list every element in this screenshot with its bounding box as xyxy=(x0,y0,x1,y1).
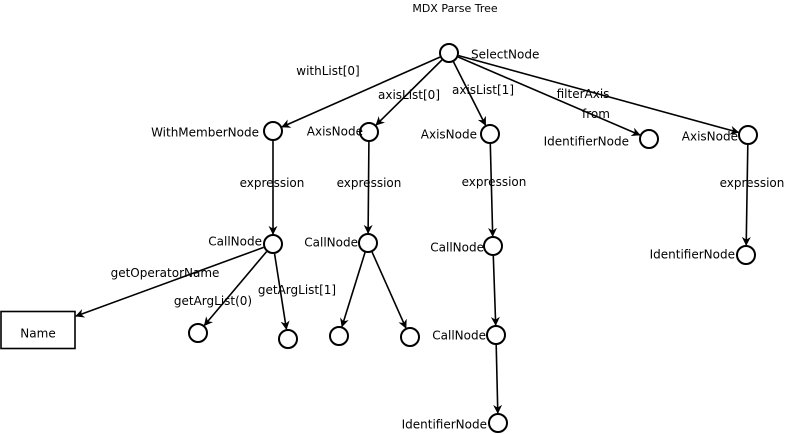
edge-call-axis0-to-arg-axis0-1 xyxy=(371,251,407,329)
tree-node-select xyxy=(439,43,459,63)
edge-filter-to-id-filter xyxy=(741,144,751,246)
node-label: IdentifierNode xyxy=(650,248,735,262)
edge-label: getArgList[1] xyxy=(258,283,336,297)
edge-label: expression xyxy=(720,176,785,190)
edge-label: expression xyxy=(240,176,305,190)
tree-node-from xyxy=(639,129,659,149)
tree-node-with xyxy=(263,121,283,141)
diagram-title: MDX Parse Tree xyxy=(412,2,498,15)
node-label: AxisNode xyxy=(682,130,738,144)
tree-node-arg-with-1 xyxy=(278,329,298,349)
edge-call-with-to-arg-with-1 xyxy=(273,253,290,330)
tree-node-call-axis1-inner xyxy=(486,325,506,345)
edge-label: from xyxy=(582,107,610,121)
tree-node-id-axis1 xyxy=(488,413,508,433)
edge-call-axis1-to-call-axis1-inner xyxy=(490,255,500,326)
edge-label: filterAxis xyxy=(557,87,610,101)
edge-select-to-with xyxy=(281,56,441,128)
edge-label: axisList[0] xyxy=(378,88,440,102)
edge-axis0-to-call-axis0 xyxy=(363,141,373,234)
edge-select-to-from xyxy=(457,56,641,136)
node-label: SelectNode xyxy=(471,48,539,62)
tree-node-axis0 xyxy=(359,122,379,142)
tree-node-call-axis0 xyxy=(358,233,378,253)
node-label: AxisNode xyxy=(421,128,477,142)
edge-label: expression xyxy=(462,175,527,189)
edge-axis1-to-call-axis1 xyxy=(487,143,497,237)
edge-call-axis0-to-arg-axis0-0 xyxy=(340,252,366,328)
edge-select-to-filter xyxy=(458,54,740,135)
node-label: CallNode xyxy=(304,236,358,250)
edge-label: expression xyxy=(337,176,402,190)
edge-label: axisList[1] xyxy=(452,83,514,97)
node-label: IdentifierNode xyxy=(402,418,487,432)
tree-node-arg-axis0-1 xyxy=(400,327,420,347)
tree-node-arg-with-0 xyxy=(188,323,208,343)
edge-label: withList[0] xyxy=(296,64,359,78)
node-label: IdentifierNode xyxy=(544,135,629,149)
tree-node-axis1 xyxy=(480,124,500,144)
node-label: CallNode xyxy=(430,241,484,255)
edge-call-axis1-inner-to-id-axis1 xyxy=(493,344,503,414)
edges-layer xyxy=(75,54,751,414)
tree-node-call-with xyxy=(263,234,283,254)
edge-call-with-to-arg-with-0 xyxy=(203,251,268,327)
tree-node-name-box xyxy=(0,310,76,350)
tree-node-id-filter xyxy=(736,245,756,265)
node-label: Name xyxy=(20,327,55,341)
tree-node-filter xyxy=(738,125,758,145)
edge-label: getOperatorName xyxy=(111,266,220,280)
tree-node-arg-axis0-0 xyxy=(329,326,349,346)
tree-node-call-axis1 xyxy=(483,236,503,256)
node-label: WithMemberNode xyxy=(151,126,259,140)
node-label: CallNode xyxy=(432,329,486,343)
node-label: AxisNode xyxy=(307,125,363,139)
edge-labels-layer: withList[0] axisList[0] axisList[1] from fil… xyxy=(111,64,785,308)
node-label: CallNode xyxy=(208,235,262,249)
edge-label: getArgList(0) xyxy=(174,294,252,308)
nodes-layer xyxy=(0,43,758,433)
edge-select-to-axis0 xyxy=(375,59,443,126)
edge-call-with-to-name-box xyxy=(75,246,264,318)
edge-select-to-axis1 xyxy=(452,61,487,126)
